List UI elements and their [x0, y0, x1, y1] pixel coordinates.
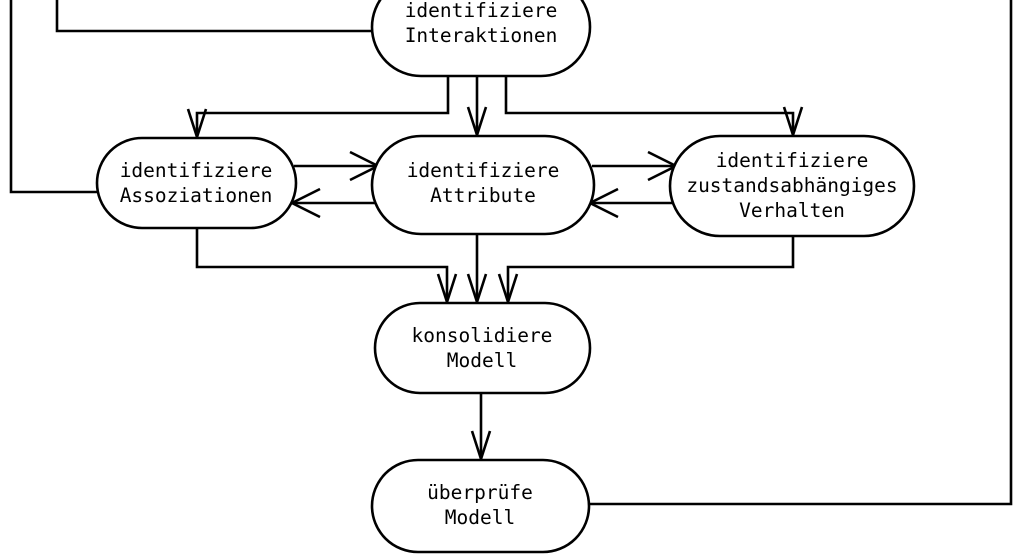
node-label-interaktionen-line1: identifiziere [405, 0, 558, 22]
node-label-ueberpruefe-line1: überprüfe [427, 481, 533, 504]
edge-interaktionen-to-assoziationen [195, 76, 450, 136]
node-label-interaktionen-line2: Interaktionen [405, 24, 558, 47]
node-shape-konsolidiere [373, 301, 592, 395]
node-konsolidiere-modell[interactable]: konsolidiere Modell [373, 301, 592, 395]
node-identifiziere-assoziationen[interactable]: identifiziere Assoziationen [95, 136, 298, 230]
node-identifiziere-zustandsabhaengiges-verhalten[interactable]: identifiziere zustandsabhängiges Verhalt… [668, 134, 916, 238]
edge-layer [9, 0, 1013, 506]
edge-ueberpruefe-feedback-right [586, 0, 1013, 506]
node-label-ueberpruefe-line2: Modell [445, 506, 515, 529]
node-identifiziere-interaktionen[interactable]: identifiziere Interaktionen [370, 0, 592, 78]
node-shape-attribute [370, 134, 596, 236]
node-shape-zustandsverhalten [668, 134, 916, 238]
node-label-konsolidiere-line1: konsolidiere [412, 324, 553, 347]
edge-zustandsverhalten-to-konsolidiere [506, 236, 795, 301]
node-identifiziere-attribute[interactable]: identifiziere Attribute [370, 134, 596, 236]
node-label-assoziationen-line2: Assoziationen [120, 184, 273, 207]
node-label-zustandsverhalten-line2: zustandsabhängiges [686, 174, 897, 197]
node-label-attribute-line1: identifiziere [407, 159, 560, 182]
edge-feedback-into-assoziationen [9, 0, 101, 194]
node-shape-assoziationen [95, 136, 298, 230]
node-shape-interaktionen [370, 0, 592, 78]
node-label-zustandsverhalten-line1: identifiziere [716, 149, 869, 172]
node-label-assoziationen-line1: identifiziere [120, 159, 273, 182]
edge-feedback-into-interaktionen [55, 0, 376, 33]
node-shape-ueberpruefe [370, 458, 591, 554]
node-label-konsolidiere-line2: Modell [447, 349, 517, 372]
node-label-zustandsverhalten-line3: Verhalten [739, 199, 845, 222]
edge-interaktionen-to-zustandsverhalten [504, 76, 795, 134]
node-ueberpruefe-modell[interactable]: überprüfe Modell [370, 458, 591, 554]
edge-assoziationen-to-konsolidiere [195, 228, 449, 301]
node-layer: identifiziere Interaktionen identifizier… [95, 0, 916, 554]
node-label-attribute-line2: Attribute [430, 184, 536, 207]
